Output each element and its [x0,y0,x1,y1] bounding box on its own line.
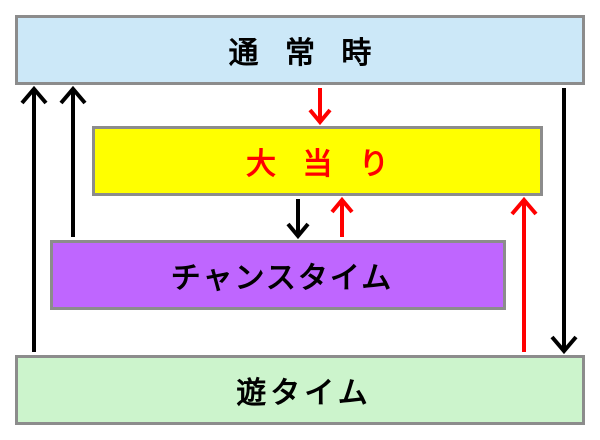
state-asobi-time: 遊タイム [15,355,585,425]
arrow-chance-to-normal [59,85,87,237]
state-chance-time: チャンスタイム [50,240,506,310]
state-jackpot-label: 大 当 り [246,147,397,182]
state-chance-time-label: チャンスタイム [170,261,394,296]
arrow-normal-to-jackpot [308,88,332,126]
state-asobi-time-label: 遊タイム [236,376,372,411]
arrow-normal-to-asobi [550,88,578,355]
arrow-asobi-to-jackpot [510,196,538,352]
state-normal-label: 通 常 時 [228,36,380,71]
arrow-jackpot-to-chance [286,199,310,240]
arrow-asobi-to-normal [20,85,48,352]
state-normal: 通 常 時 [15,15,585,85]
state-jackpot: 大 当 り [92,126,543,196]
arrow-chance-to-jackpot [330,196,354,237]
